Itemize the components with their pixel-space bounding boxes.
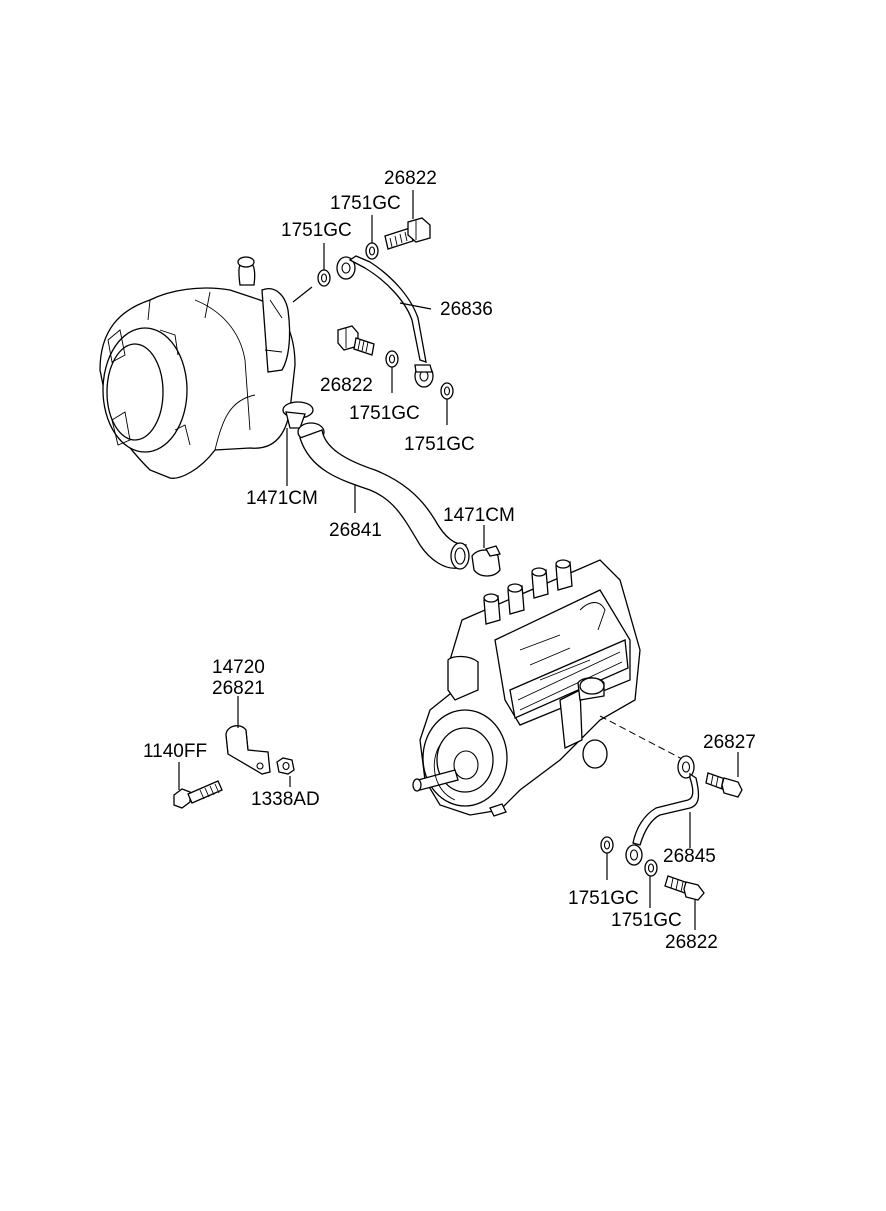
delivery-valve-icon [483,559,573,625]
bolt-icon [705,772,743,798]
part-labels: 26822 1751GC 1751GC 26836 26822 1751GC 1… [143,168,756,953]
washer-hole-icon [368,246,376,256]
label-14720: 14720 [212,657,265,678]
label-1471cm: 1471CM [246,488,318,509]
bolt-icon [384,217,431,250]
label-1751gc: 1751GC [568,888,639,909]
alternator-assembly [99,256,296,479]
washer-hole-icon [647,863,655,873]
label-1751gc: 1751GC [349,403,420,424]
label-26845: 26845 [663,846,716,867]
oil-pipe-26845 [625,755,700,866]
hose-26841 [282,401,501,577]
nut-icon [276,757,295,775]
label-1751gc: 1751GC [611,910,682,931]
label-26822: 26822 [320,375,373,396]
label-1751gc: 1751GC [404,434,475,455]
label-26822: 26822 [384,168,437,189]
label-1471cm: 1471CM [443,505,515,526]
bolt-icon [664,875,705,901]
label-26827: 26827 [703,732,756,753]
washer-hole-icon [388,354,396,364]
bolt-icon [337,325,375,356]
label-26822: 26822 [665,932,718,953]
oil-pipe-26836 [336,255,434,388]
washer-hole-icon [603,840,611,850]
alignment-line [599,715,685,761]
label-26841: 26841 [329,520,382,541]
leader-lines [178,190,739,930]
washer-hole-icon [320,273,328,283]
label-1338ad: 1338AD [251,789,320,810]
label-1751gc: 1751GC [281,220,352,241]
label-1751gc: 1751GC [330,193,401,214]
bracket [225,725,271,775]
bolt-icon [173,780,223,809]
washer-hole-icon [443,386,451,396]
label-26836: 26836 [440,299,493,320]
label-26821: 26821 [212,678,265,699]
label-1140ff: 1140FF [143,741,207,762]
injection-pump [412,559,641,817]
